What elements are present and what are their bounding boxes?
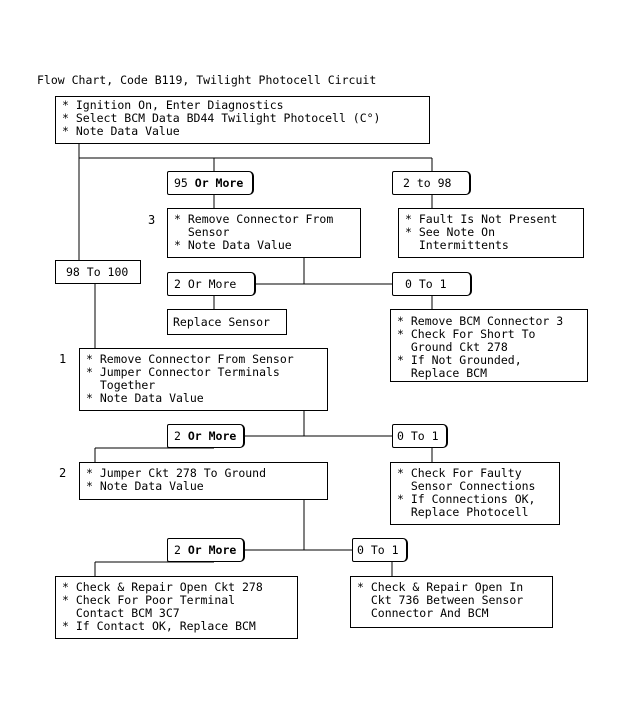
- step-1-number: 1: [59, 352, 67, 366]
- step1-line-1: * Remove Connector From Sensor: [86, 352, 294, 366]
- step3-line-3: * Note Data Value: [174, 238, 292, 252]
- page-title: Flow Chart, Code B119, Twilight Photocel…: [37, 73, 377, 87]
- step-2-number: 2: [59, 466, 67, 480]
- step2-2more-value: 2: [174, 543, 188, 557]
- step3-line-1: * Remove Connector From: [174, 212, 334, 226]
- fault-line-3: Intermittents: [405, 238, 509, 252]
- replace-sensor-box: Replace Sensor: [167, 309, 287, 335]
- remove-bcm-line-5: Replace BCM: [397, 366, 488, 380]
- fault-line-1: * Fault Is Not Present: [405, 212, 558, 226]
- step-2-box: * Jumper Ckt 278 To Ground * Note Data V…: [79, 462, 328, 500]
- faulty-sensor-box: * Check For Faulty Sensor Connections * …: [390, 462, 560, 525]
- branch-2-to-98: 2 to 98: [392, 171, 471, 195]
- step3-branch-0-to-1: 0 To 1: [392, 272, 472, 296]
- start-line-2: * Select BCM Data BD44 Twilight Photocel…: [62, 111, 381, 125]
- step-3-number: 3: [148, 213, 156, 227]
- step2-line-2: * Note Data Value: [86, 479, 204, 493]
- faulty-line-3: * If Connections OK,: [397, 492, 536, 506]
- step2-branch-0-to-1: 0 To 1: [352, 538, 408, 562]
- branch-95-bold: Or More: [194, 176, 244, 190]
- open278-line-1: * Check & Repair Open Ckt 278: [62, 580, 263, 594]
- remove-bcm-line-4: * If Not Grounded,: [397, 353, 522, 367]
- open278-line-3: Contact BCM 3C7: [62, 606, 180, 620]
- faulty-line-4: Replace Photocell: [397, 505, 529, 519]
- open278-line-2: * Check For Poor Terminal: [62, 593, 236, 607]
- step1-line-4: * Note Data Value: [86, 391, 204, 405]
- step2-line-1: * Jumper Ckt 278 To Ground: [86, 466, 267, 480]
- remove-bcm-line-1: * Remove BCM Connector 3: [397, 314, 564, 328]
- step3-line-2: Sensor: [174, 225, 230, 239]
- step-3-box: * Remove Connector From Sensor * Note Da…: [167, 208, 361, 258]
- step2-2more-bold: Or More: [187, 543, 237, 557]
- start-instructions-box: * Ignition On, Enter Diagnostics * Selec…: [55, 96, 430, 144]
- step1-branch-0-to-1: 0 To 1: [392, 424, 448, 448]
- step1-2more-value: 2: [174, 429, 188, 443]
- open736-line-1: * Check & Repair Open In: [357, 580, 524, 594]
- remove-bcm-connector-box: * Remove BCM Connector 3 * Check For Sho…: [390, 309, 588, 382]
- faulty-line-1: * Check For Faulty: [397, 466, 522, 480]
- start-line-1: * Ignition On, Enter Diagnostics: [62, 98, 284, 112]
- step1-line-2: * Jumper Connector Terminals: [86, 365, 280, 379]
- step3-branch-2-or-more: 2 Or More: [167, 272, 256, 296]
- open736-line-3: Connector And BCM: [357, 606, 489, 620]
- open736-line-2: Ckt 736 Between Sensor: [357, 593, 524, 607]
- remove-bcm-line-2: * Check For Short To: [397, 327, 536, 341]
- repair-open-ckt-736-box: * Check & Repair Open In Ckt 736 Between…: [350, 576, 553, 628]
- step-1-box: * Remove Connector From Sensor * Jumper …: [79, 348, 328, 411]
- step1-2more-bold: Or More: [187, 429, 237, 443]
- repair-open-ckt-278-box: * Check & Repair Open Ckt 278 * Check Fo…: [55, 576, 298, 639]
- fault-not-present-box: * Fault Is Not Present * See Note On Int…: [398, 208, 584, 258]
- start-line-3: * Note Data Value: [62, 124, 180, 138]
- step1-line-3: Together: [86, 378, 156, 392]
- fault-line-2: * See Note On: [405, 225, 496, 239]
- branch-95-or-more: 95 Or More: [167, 171, 254, 195]
- open278-line-4: * If Contact OK, Replace BCM: [62, 619, 256, 633]
- faulty-line-2: Sensor Connections: [397, 479, 536, 493]
- branch-98-to-100: 98 To 100: [55, 260, 141, 284]
- remove-bcm-line-3: Ground Ckt 278: [397, 340, 508, 354]
- step1-branch-2-or-more: 2 Or More: [167, 424, 245, 448]
- branch-95-value: 95: [174, 176, 195, 190]
- step2-branch-2-or-more: 2 Or More: [167, 538, 245, 562]
